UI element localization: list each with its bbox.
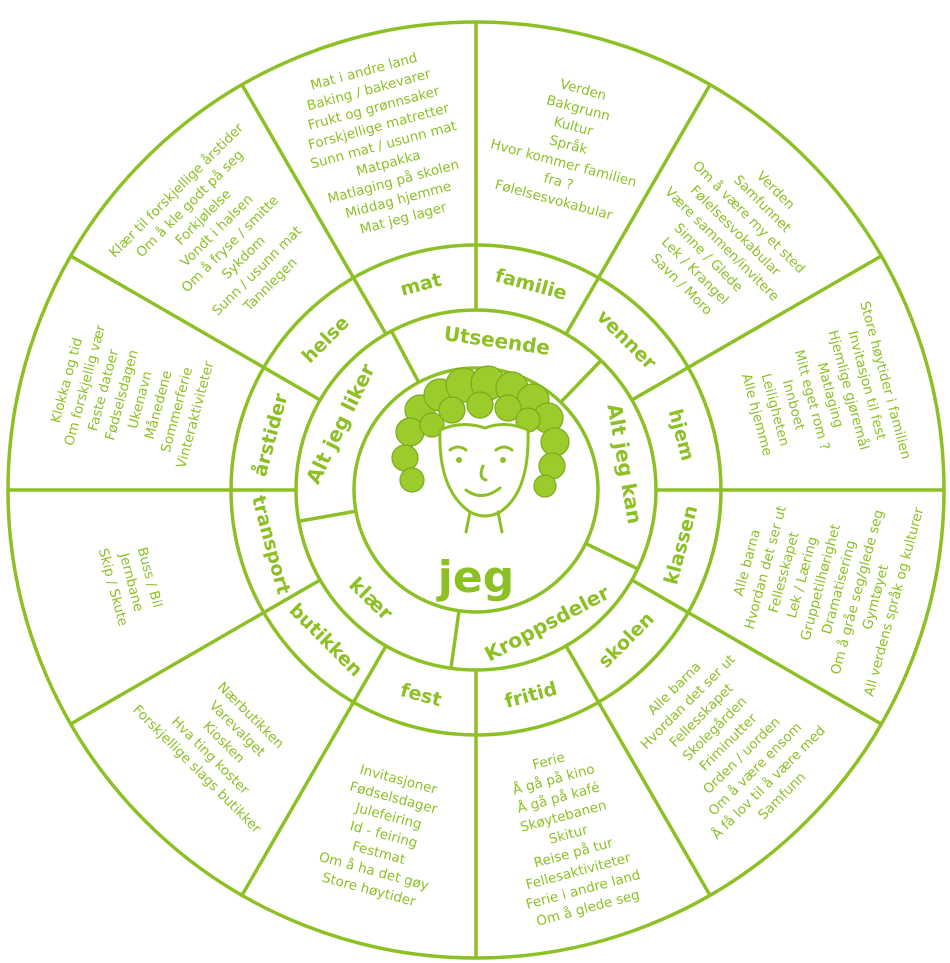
sector-label-7: butikken — [285, 599, 367, 681]
inner-divider — [449, 610, 461, 669]
sector-divider — [564, 83, 712, 335]
sector-label-6: fest — [398, 679, 444, 711]
sector-item: fra ? — [542, 170, 575, 193]
sector-divider — [631, 254, 883, 402]
curly-hair — [391, 365, 570, 498]
sector-label-10: helse — [298, 312, 354, 368]
sector-label-11: mat — [398, 269, 444, 301]
sector-label-3: klassen — [660, 503, 702, 587]
center-label: jeg — [436, 552, 514, 603]
inner-divider — [584, 541, 639, 571]
inner-ring-label-4: Alt jeg liker — [301, 360, 380, 488]
inner-divider — [559, 359, 603, 404]
girl-face-illustration — [391, 365, 570, 534]
sector-label-8: transport — [247, 493, 294, 596]
inner-divider — [389, 330, 421, 384]
sector-divider — [564, 645, 712, 897]
sector-label-5: fritid — [502, 678, 559, 713]
outer-spokes — [8, 22, 944, 958]
sector-label-0: familie — [493, 265, 570, 305]
sector-label-9: årstider — [247, 390, 292, 479]
sector-items-3: All verdens språk og kulturerGymtøyetOm … — [731, 504, 927, 698]
inner-ring — [352, 366, 600, 614]
inner-divider — [298, 509, 357, 523]
inner-spokes — [298, 330, 639, 669]
inner-ring-label-3: klær — [344, 572, 397, 625]
sector-divider — [631, 578, 883, 726]
inner-ring-label-0: Utseende — [442, 321, 551, 360]
sector-item: Forskjellige slags butikker — [129, 702, 264, 837]
sector-divider — [69, 578, 321, 726]
sector-divider — [69, 254, 321, 402]
sector-divider — [240, 83, 388, 335]
sector-divider — [240, 645, 388, 897]
sector-label-2: hjem — [664, 407, 699, 464]
